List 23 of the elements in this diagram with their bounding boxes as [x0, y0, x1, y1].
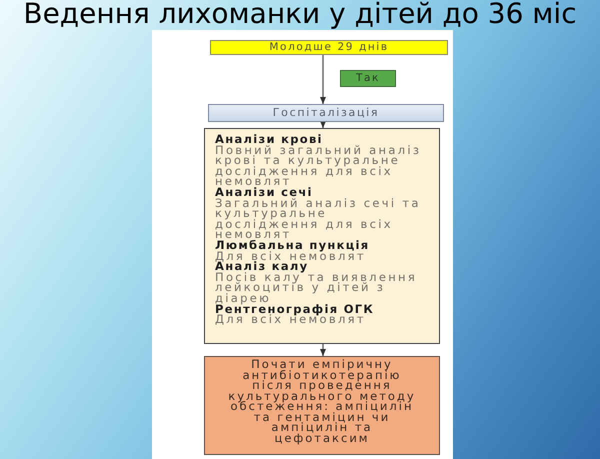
section-heading: Рентгенографія ОГК	[215, 304, 376, 314]
section-heading: Аналіз калу	[215, 261, 308, 272]
decision-tag	[340, 70, 396, 87]
process-box	[208, 104, 444, 122]
treatment-box	[204, 356, 440, 455]
box-label: Так	[355, 71, 381, 86]
arrow	[320, 344, 326, 356]
slide-title: Ведення лихоманки у дітей до 36 міс	[22, 0, 578, 30]
section-text: Повний загальний аналіз крові та культуральне дослідження для всіх немовлят	[215, 144, 422, 187]
section-text: Загальний аналіз сечі та культуральне дослідження для всіх немовлят	[215, 198, 422, 240]
box-label: Молодше 29 днів	[268, 41, 390, 54]
section-heading: Люмбальна пункція	[215, 240, 370, 251]
section-heading: Аналізи сечі	[215, 186, 313, 198]
arrow	[320, 121, 326, 128]
box-label: Госпіталізація	[272, 105, 380, 121]
tests-box	[204, 128, 440, 344]
box-text: Почати емпіричну антибіотикотерапію після проведення культурального методу обстеження: ампіцилін та гентаміцин чи ампіцилін та цефотаксим	[227, 359, 417, 443]
arrow	[320, 55, 326, 104]
section-heading: Аналізи крові	[215, 134, 323, 145]
section-text: Для всіх немовлят	[215, 250, 366, 262]
section-text: Для всіх немовлят	[215, 314, 366, 325]
condition-box	[210, 40, 448, 55]
section-text: Посів калу та виявлення лейкоцитів у дітей з діарею	[215, 272, 418, 304]
